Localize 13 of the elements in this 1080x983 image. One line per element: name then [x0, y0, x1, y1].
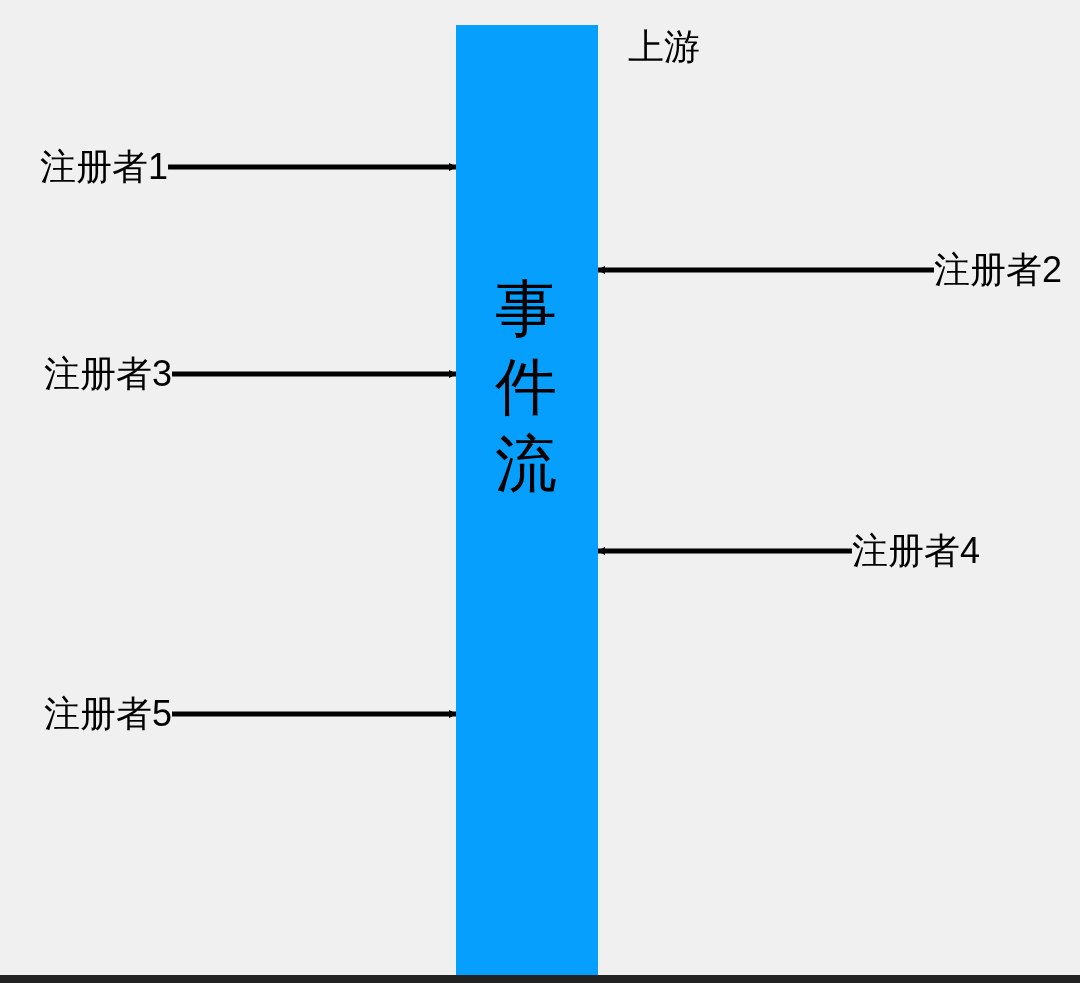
upstream-label: 上游 [628, 25, 700, 69]
bar-label: 事件流 [495, 273, 557, 500]
registrant-label: 注册者2 [933, 243, 1062, 297]
registrant-label: 注册者5 [44, 687, 173, 741]
arrow [172, 710, 457, 718]
event-stream-bar [456, 25, 598, 975]
arrow [597, 547, 852, 555]
registrant-label: 注册者3 [44, 347, 173, 401]
arrow [168, 163, 457, 171]
registrant-label: 注册者1 [40, 140, 169, 194]
registrant-label: 注册者4 [851, 524, 980, 578]
arrow [172, 370, 457, 378]
arrow [597, 266, 934, 274]
